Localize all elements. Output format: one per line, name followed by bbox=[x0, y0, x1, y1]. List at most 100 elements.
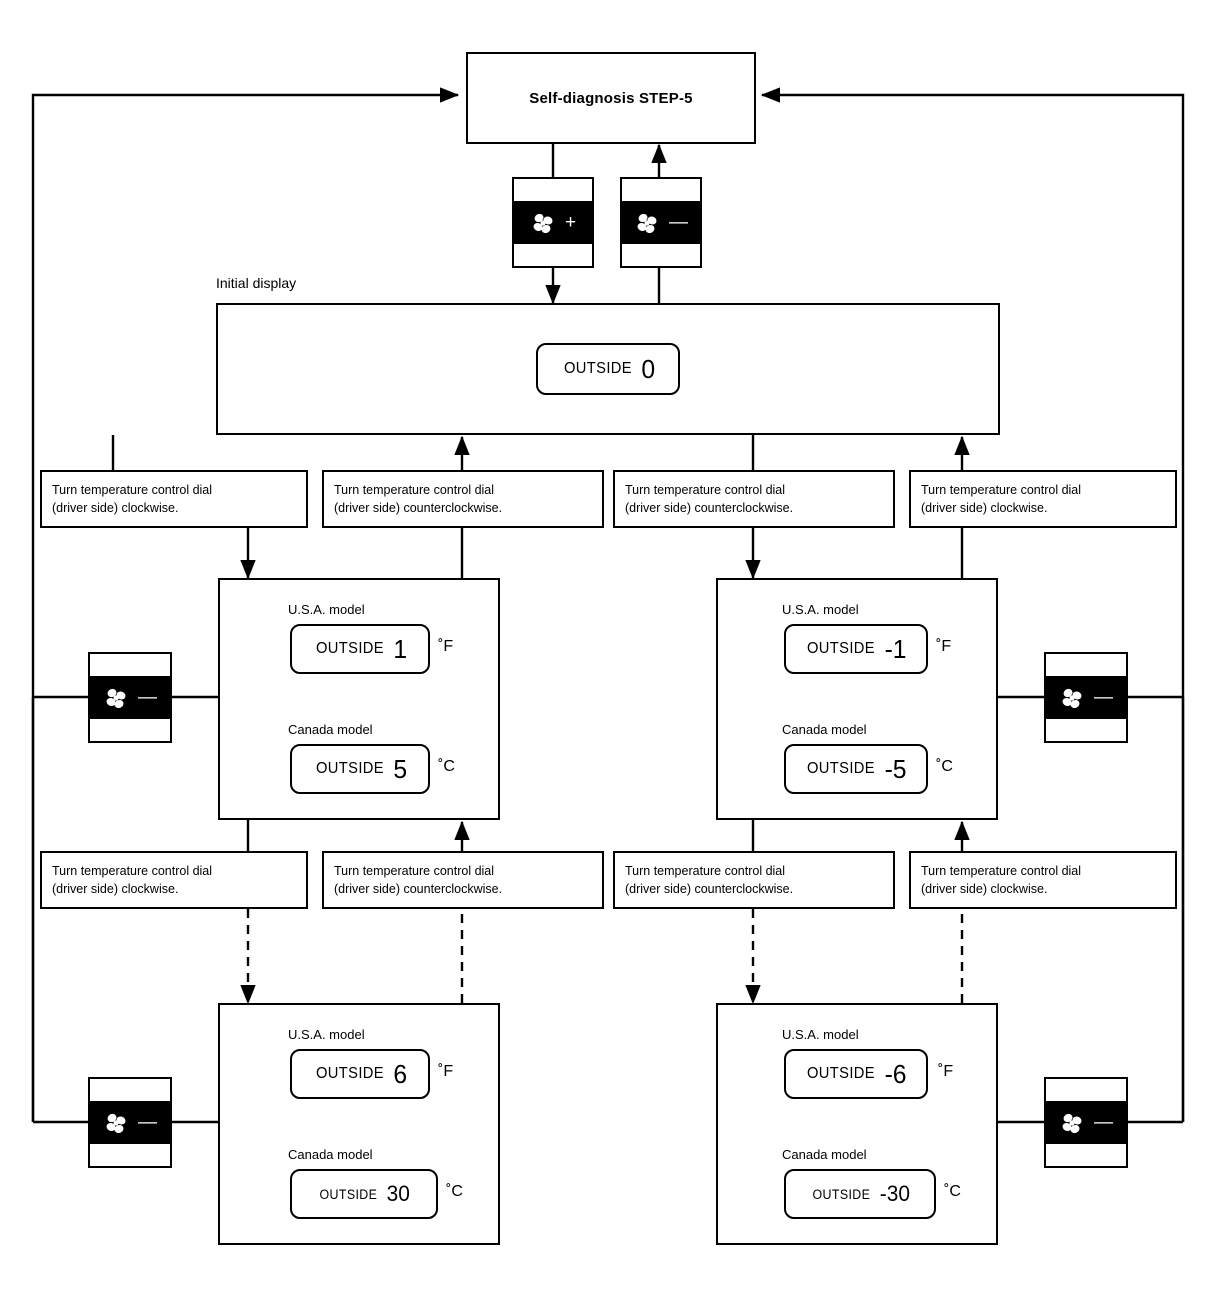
minus-sign-icon: — bbox=[138, 687, 157, 708]
lcd-value: -5 bbox=[884, 754, 907, 784]
canada-model-unit: ˚C bbox=[438, 758, 455, 775]
instruction-box-r1c4: Turn temperature control dial (driver si… bbox=[909, 470, 1177, 528]
minus-sign-icon: — bbox=[1094, 687, 1113, 708]
fan-key-band: — bbox=[1046, 675, 1126, 720]
canada-model-unit: ˚C bbox=[446, 1183, 463, 1200]
instruction-box-r2c4: Turn temperature control dial (driver si… bbox=[909, 851, 1177, 909]
usa-model-lcd: OUTSIDE -6 bbox=[784, 1049, 928, 1099]
canada-model-caption: Canada model bbox=[288, 722, 373, 737]
fan-icon bbox=[1062, 688, 1082, 708]
minus-sign-icon: — bbox=[669, 212, 688, 233]
fan-speed-decrease-key-middle-right[interactable]: — bbox=[1044, 652, 1128, 743]
fan-icon bbox=[1062, 1113, 1082, 1133]
initial-display-lcd: OUTSIDE 0 bbox=[536, 343, 680, 395]
lcd-value: 0 bbox=[641, 354, 655, 384]
instruction-box-r2c2: Turn temperature control dial (driver si… bbox=[322, 851, 604, 909]
instruction-line-1: Turn temperature control dial bbox=[52, 863, 213, 878]
lcd-value: -1 bbox=[884, 634, 907, 664]
canada-model-lcd: OUTSIDE -5 bbox=[784, 744, 928, 794]
lcd-word: OUTSIDE bbox=[319, 1186, 378, 1202]
canada-model-lcd: OUTSIDE 30 bbox=[290, 1169, 438, 1219]
lcd-word: OUTSIDE bbox=[315, 640, 384, 657]
fan-speed-decrease-key-bottom-right[interactable]: — bbox=[1044, 1077, 1128, 1168]
usa-model-lcd: OUTSIDE 6 bbox=[290, 1049, 430, 1099]
minus-sign-icon: — bbox=[138, 1112, 157, 1133]
instruction-box-r1c2: Turn temperature control dial (driver si… bbox=[322, 470, 604, 528]
canada-model-caption: Canada model bbox=[288, 1147, 373, 1162]
canada-model-lcd: OUTSIDE -30 bbox=[784, 1169, 936, 1219]
lcd-value: -6 bbox=[884, 1059, 907, 1089]
fan-key-band: — bbox=[90, 1100, 170, 1145]
instruction-line-2: (driver side) clockwise. bbox=[921, 882, 1048, 896]
fan-speed-decrease-key-middle-left[interactable]: — bbox=[88, 652, 172, 743]
instruction-box-r1c3: Turn temperature control dial (driver si… bbox=[613, 470, 895, 528]
model-display-node-bottom-right: U.S.A. model OUTSIDE -6 ˚F Canada model … bbox=[716, 1003, 998, 1245]
instruction-box-r1c1: Turn temperature control dial (driver si… bbox=[40, 470, 308, 528]
instruction-line-2: (driver side) counterclockwise. bbox=[625, 882, 794, 896]
self-diagnosis-step-node: Self-diagnosis STEP-5 bbox=[466, 52, 756, 144]
usa-model-lcd: OUTSIDE -1 bbox=[784, 624, 928, 674]
instruction-line-1: Turn temperature control dial bbox=[334, 863, 495, 878]
lcd-value: 1 bbox=[393, 634, 407, 664]
usa-model-unit: ˚F bbox=[938, 1063, 954, 1080]
usa-model-caption: U.S.A. model bbox=[782, 602, 859, 617]
fan-icon bbox=[533, 213, 553, 233]
usa-model-caption: U.S.A. model bbox=[288, 1027, 365, 1042]
initial-display-caption: Initial display bbox=[216, 275, 297, 291]
fan-speed-decrease-key[interactable]: — bbox=[620, 177, 702, 268]
fan-speed-increase-key[interactable]: + bbox=[512, 177, 594, 268]
fan-key-band: — bbox=[622, 200, 700, 245]
instruction-line-2: (driver side) counterclockwise. bbox=[625, 501, 794, 515]
canada-model-lcd: OUTSIDE 5 bbox=[290, 744, 430, 794]
fan-key-band: — bbox=[1046, 1100, 1126, 1145]
instruction-line-2: (driver side) clockwise. bbox=[52, 501, 179, 515]
instruction-box-r2c1: Turn temperature control dial (driver si… bbox=[40, 851, 308, 909]
lcd-word: OUTSIDE bbox=[315, 1065, 384, 1082]
model-display-node-middle-left: U.S.A. model OUTSIDE 1 ˚F Canada model O… bbox=[218, 578, 500, 820]
lcd-value: 30 bbox=[386, 1181, 411, 1206]
usa-model-caption: U.S.A. model bbox=[288, 602, 365, 617]
canada-model-unit: ˚C bbox=[944, 1183, 961, 1200]
lcd-word: OUTSIDE bbox=[315, 760, 384, 777]
lcd-value: 6 bbox=[393, 1059, 407, 1089]
fan-key-band: — bbox=[90, 675, 170, 720]
instruction-line-1: Turn temperature control dial bbox=[625, 482, 786, 497]
lcd-word: OUTSIDE bbox=[807, 1065, 876, 1082]
instruction-line-1: Turn temperature control dial bbox=[921, 863, 1082, 878]
canada-model-caption: Canada model bbox=[782, 722, 867, 737]
usa-model-lcd: OUTSIDE 1 bbox=[290, 624, 430, 674]
fan-icon bbox=[106, 688, 126, 708]
lcd-word: OUTSIDE bbox=[812, 1186, 870, 1202]
lcd-word: OUTSIDE bbox=[807, 760, 876, 777]
instruction-box-r2c3: Turn temperature control dial (driver si… bbox=[613, 851, 895, 909]
instruction-line-2: (driver side) clockwise. bbox=[52, 882, 179, 896]
instruction-line-2: (driver side) counterclockwise. bbox=[334, 882, 503, 896]
lcd-word: OUTSIDE bbox=[563, 360, 632, 377]
usa-model-unit: ˚F bbox=[438, 638, 454, 655]
lcd-value: -30 bbox=[879, 1181, 910, 1206]
lcd-word: OUTSIDE bbox=[807, 640, 876, 657]
instruction-line-2: (driver side) counterclockwise. bbox=[334, 501, 503, 515]
fan-speed-decrease-key-bottom-left[interactable]: — bbox=[88, 1077, 172, 1168]
canada-model-caption: Canada model bbox=[782, 1147, 867, 1162]
usa-model-caption: U.S.A. model bbox=[782, 1027, 859, 1042]
model-display-node-bottom-left: U.S.A. model OUTSIDE 6 ˚F Canada model O… bbox=[218, 1003, 500, 1245]
instruction-line-1: Turn temperature control dial bbox=[52, 482, 213, 497]
initial-display-node: OUTSIDE 0 bbox=[216, 303, 1000, 435]
instruction-line-1: Turn temperature control dial bbox=[625, 863, 786, 878]
instruction-line-1: Turn temperature control dial bbox=[921, 482, 1082, 497]
instruction-line-2: (driver side) clockwise. bbox=[921, 501, 1048, 515]
minus-sign-icon: — bbox=[1094, 1112, 1113, 1133]
canada-model-unit: ˚C bbox=[936, 758, 953, 775]
fan-key-band: + bbox=[514, 200, 592, 245]
usa-model-unit: ˚F bbox=[438, 1063, 454, 1080]
instruction-line-1: Turn temperature control dial bbox=[334, 482, 495, 497]
plus-sign-icon: + bbox=[564, 212, 577, 233]
usa-model-unit: ˚F bbox=[936, 638, 952, 655]
model-display-node-middle-right: U.S.A. model OUTSIDE -1 ˚F Canada model … bbox=[716, 578, 998, 820]
fan-icon bbox=[106, 1113, 126, 1133]
lcd-value: 5 bbox=[393, 754, 407, 784]
fan-icon bbox=[637, 213, 657, 233]
